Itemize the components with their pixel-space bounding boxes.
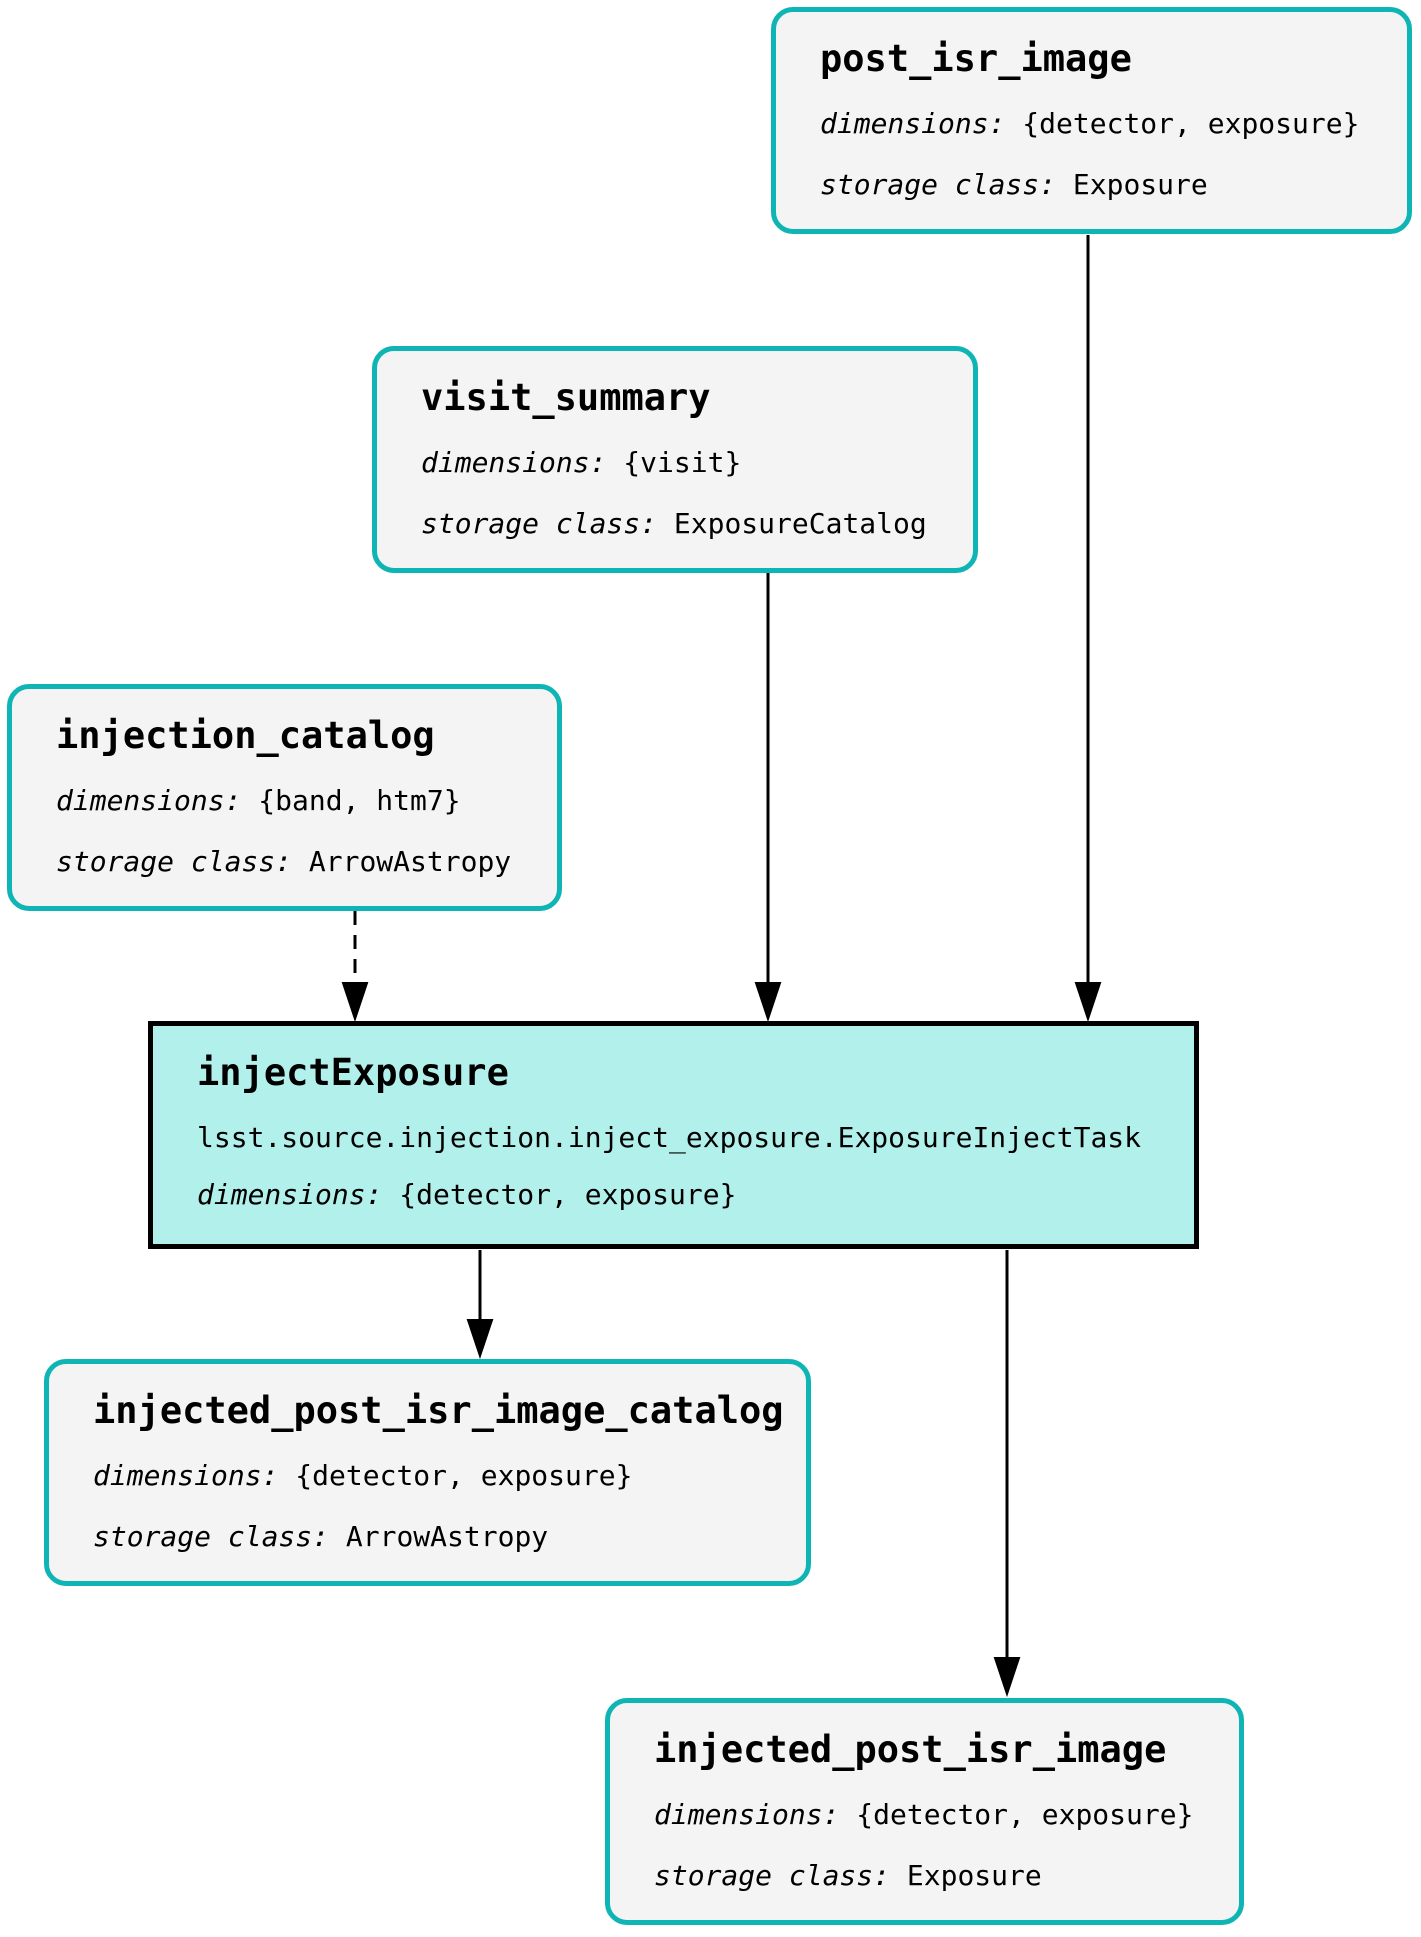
storage-class-row: storage class: ArrowAstropy [93,1517,806,1557]
dimensions-row: dimensions: {detector, exposure} [197,1175,1194,1215]
dimensions-row: dimensions: {detector, exposure} [93,1456,806,1496]
dimensions-value: {visit} [623,446,742,479]
dimensions-value: {band, htm7} [258,784,461,817]
arrowhead [1074,982,1102,1023]
dimensions-key: dimensions: [421,446,607,479]
dimensions-value: {detector, exposure} [399,1178,737,1211]
dataset-node-injection-catalog[interactable]: injection_catalog dimensions: {band, htm… [7,684,562,911]
node-title: post_isr_image [820,37,1132,80]
dimensions-key: dimensions: [93,1459,279,1492]
arrowhead [341,982,369,1023]
storage-class-key: storage class: [93,1520,330,1553]
dimensions-key: dimensions: [820,107,1006,140]
dimensions-row: dimensions: {visit} [421,443,973,483]
storage-class-row: storage class: ExposureCatalog [421,504,973,544]
storage-class-row: storage class: Exposure [654,1856,1239,1896]
dataset-node-visit-summary[interactable]: visit_summary dimensions: {visit} storag… [372,346,978,573]
task-node-inject-exposure[interactable]: injectExposure lsst.source.injection.inj… [148,1021,1199,1249]
storage-class-key: storage class: [820,168,1057,201]
arrowhead [754,982,782,1023]
storage-class-row: storage class: ArrowAstropy [56,842,557,882]
node-title: injectExposure [197,1051,509,1094]
node-title: visit_summary [421,376,711,419]
dimensions-key: dimensions: [197,1178,383,1211]
dimensions-value: {detector, exposure} [295,1459,633,1492]
dataset-node-post-isr-image[interactable]: post_isr_image dimensions: {detector, ex… [771,7,1412,234]
node-title: injected_post_isr_image [654,1728,1167,1771]
storage-class-value: ArrowAstropy [345,1520,549,1553]
dimensions-value: {detector, exposure} [1022,107,1360,140]
storage-class-value: ArrowAstropy [308,845,512,878]
node-title: injection_catalog [56,714,435,757]
node-title: injected_post_isr_image_catalog [93,1389,784,1432]
dimensions-key: dimensions: [654,1798,840,1831]
arrowhead [993,1657,1021,1698]
dimensions-value: {detector, exposure} [856,1798,1194,1831]
storage-class-value: Exposure [1072,168,1208,201]
dimensions-row: dimensions: {detector, exposure} [654,1795,1239,1835]
dataset-node-injected-post-isr-image[interactable]: injected_post_isr_image dimensions: {det… [605,1698,1244,1925]
arrowhead [466,1319,494,1360]
dimensions-row: dimensions: {band, htm7} [56,781,557,821]
storage-class-key: storage class: [56,845,293,878]
storage-class-key: storage class: [654,1859,891,1892]
dimensions-row: dimensions: {detector, exposure} [820,104,1407,144]
storage-class-value: Exposure [906,1859,1042,1892]
storage-class-value: ExposureCatalog [673,507,927,540]
task-class-row: lsst.source.injection.inject_exposure.Ex… [197,1121,1142,1154]
storage-class-key: storage class: [421,507,658,540]
storage-class-row: storage class: Exposure [820,165,1407,205]
dataset-node-injected-post-isr-image-catalog[interactable]: injected_post_isr_image_catalog dimensio… [44,1359,811,1586]
dimensions-key: dimensions: [56,784,242,817]
